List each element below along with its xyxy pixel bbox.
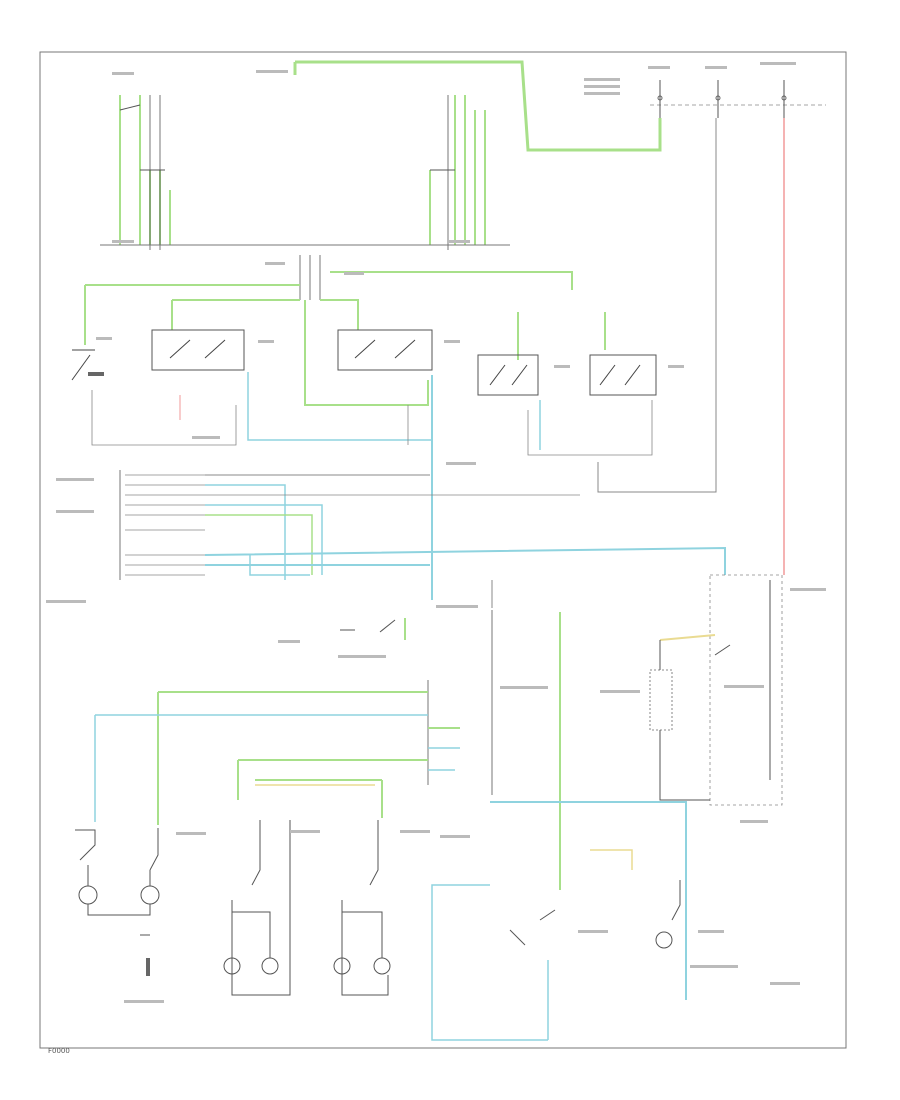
relay-1 [151,329,245,371]
lamp-group-3 [333,820,391,996]
wire-green-top [295,60,662,152]
diagram-frame [39,51,847,1049]
right-control-module [649,574,783,806]
switch-left-top [119,95,171,250]
relay-3 [477,354,539,396]
switch-left-mid [71,349,104,381]
left-module [119,470,205,580]
switch-right-top [429,95,486,250]
fuse-junction-area [650,80,826,118]
relay-4 [589,354,657,396]
relay-2 [337,329,433,371]
lamp-group-2 [223,820,291,996]
footer-code: F0000 [48,1047,70,1055]
faint-label-marks [46,62,826,1003]
lamp-group-1 [75,828,160,976]
wire-gray-right [597,118,717,493]
switch-lower-right [509,880,681,949]
center-splice [299,255,321,300]
